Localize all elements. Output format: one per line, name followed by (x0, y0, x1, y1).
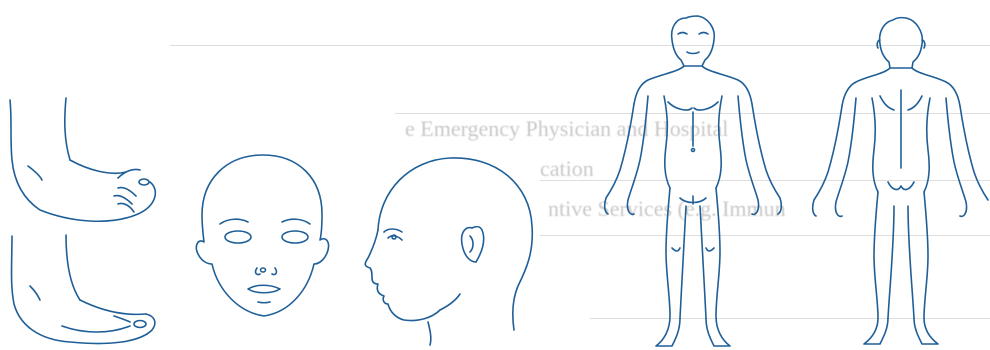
head-profile-view-drawing (365, 158, 532, 345)
foot-lateral-view-drawing (10, 98, 155, 221)
head-front-view-drawing (196, 155, 328, 316)
foot-medial-view-drawing (12, 235, 155, 344)
body-posterior-view-drawing (813, 18, 988, 344)
body-anterior-view-drawing (605, 16, 782, 346)
